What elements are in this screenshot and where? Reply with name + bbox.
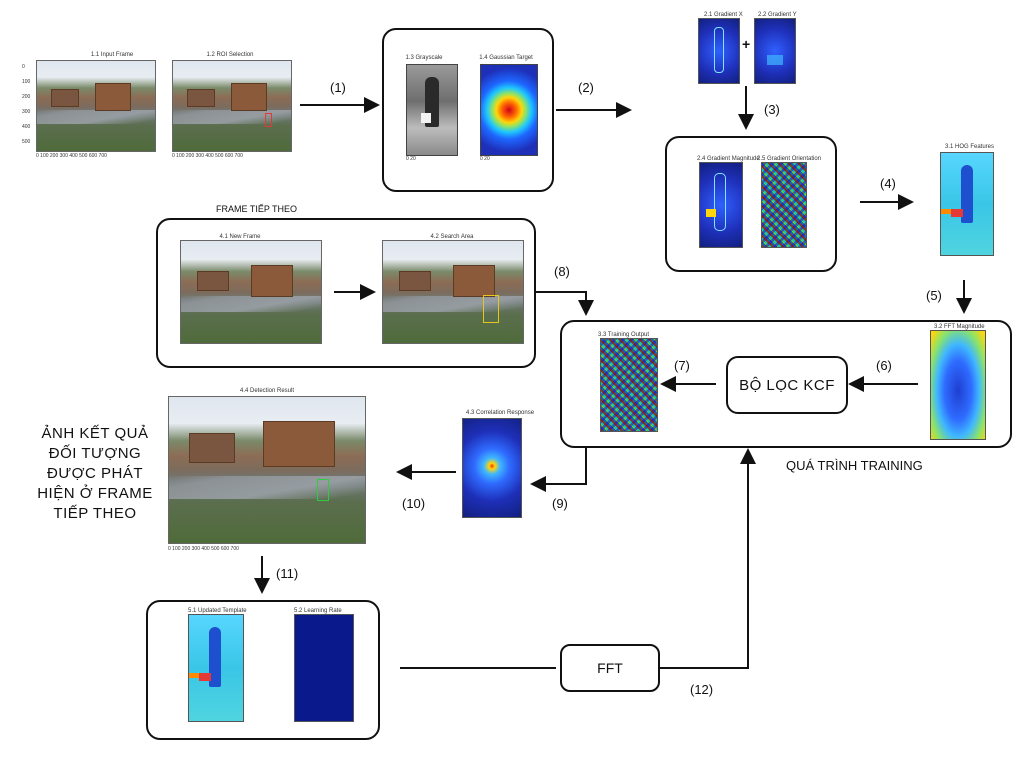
training-output-image (600, 338, 658, 432)
plot-title-gaussian-target: 1.4 Gaussian Target (479, 55, 533, 61)
new-frame-image (180, 240, 322, 344)
roi-selection-image (172, 60, 292, 152)
gradient-x-image (698, 18, 740, 84)
next-frame-header: FRAME TIẾP THEO (216, 204, 298, 214)
hog-features-image (940, 152, 994, 256)
arrow-9 (530, 448, 587, 492)
roi-box (265, 113, 272, 127)
plot-title-detection-result: 4.4 Detection Result (239, 388, 295, 394)
training-panel: 3.3 Training Output BỘ LỌC KCF 3.2 FFT M… (560, 320, 1012, 448)
detection-caption: ẢNH KẾT QUẢ ĐỐI TƯỢNG ĐƯỢC PHÁT HIỆN Ở F… (37, 425, 153, 522)
input-frame-x-axis: 0 100 200 300 400 500 600 700 (36, 153, 107, 159)
fft-magnitude-image (930, 330, 986, 440)
search-area-image (382, 240, 524, 344)
gradient-magnitude-image (699, 162, 743, 248)
detection-result-image (168, 396, 366, 544)
gaussian-target-image (480, 64, 538, 156)
grayscale-image (406, 64, 458, 156)
plot-title-hog-features: 3.1 HOG Features (945, 144, 995, 150)
plot-title-new-frame: 4.1 New Frame (219, 234, 261, 240)
step-4-label: (4) (880, 176, 896, 191)
kcf-filter-box: BỘ LỌC KCF (726, 356, 848, 414)
gradient-orientation-image (761, 162, 807, 248)
plot-title-roi-selection: 1.2 ROI Selection (206, 52, 254, 58)
input-frame-image (36, 60, 156, 152)
plot-title-fft-magnitude: 3.2 FFT Magnitude (934, 324, 985, 330)
gradient-panel: 2.4 Gradient Magnitude 2.5 Gradient Orie… (665, 136, 837, 272)
roi-selection-x-axis: 0 100 200 300 400 500 600 700 (172, 153, 243, 159)
plot-title-gradient-x: 2.1 Gradient X (704, 12, 743, 18)
step-10-label: (10) (402, 496, 426, 511)
plot-title-grayscale: 1.3 Grayscale (405, 55, 443, 61)
step-11-label: (11) (276, 566, 299, 581)
update-panel: 5.1 Updated Template 5.2 Learning Rate (146, 600, 380, 740)
step-5-label: (5) (926, 288, 942, 303)
preprocess-panel: 1.3 Grayscale 0 20 1.4 Gaussian Target 0… (382, 28, 554, 192)
step-3-label: (3) (764, 102, 780, 117)
step-7-label: (7) (674, 358, 690, 373)
arrow-8 (534, 291, 594, 316)
detection-box (317, 479, 329, 501)
correlation-response-image (462, 418, 522, 518)
training-process-label: QUÁ TRÌNH TRAINING (786, 458, 923, 473)
plot-title-search-area: 4.2 Search Area (430, 234, 474, 240)
step-8-label: (8) (554, 264, 570, 279)
step-2-label: (2) (578, 80, 594, 95)
gradient-y-image (754, 18, 796, 84)
plot-title-training-output: 3.3 Training Output (598, 332, 650, 338)
grayscale-x-axis: 0 20 (406, 156, 416, 162)
step-1-label: (1) (330, 80, 346, 95)
arrow-12b (658, 448, 756, 669)
step-12-label: (12) (690, 682, 714, 697)
gaussian-x-axis: 0 20 (480, 156, 490, 162)
plot-title-input-frame: 1.1 Input Frame (90, 52, 134, 58)
plus-sign: + (742, 36, 751, 52)
step-6-label: (6) (876, 358, 892, 373)
plot-title-updated-template: 5.1 Updated Template (188, 608, 247, 614)
step-9-label: (9) (552, 496, 568, 511)
detection-x-axis: 0 100 200 300 400 500 600 700 (168, 546, 239, 552)
plot-title-gradient-y: 2.2 Gradient Y (758, 12, 797, 18)
plot-title-gradient-orientation: 2.5 Gradient Orientation (757, 156, 822, 162)
learning-rate-image (294, 614, 354, 722)
plot-title-learning-rate: 5.2 Learning Rate (294, 608, 342, 614)
next-frame-panel: 4.1 New Frame 4.2 Search Area (156, 218, 536, 368)
plot-title-correlation-response: 4.3 Correlation Response (466, 410, 535, 416)
search-box (483, 295, 499, 323)
updated-template-image (188, 614, 244, 722)
plot-title-gradient-magnitude: 2.4 Gradient Magnitude (697, 156, 760, 162)
